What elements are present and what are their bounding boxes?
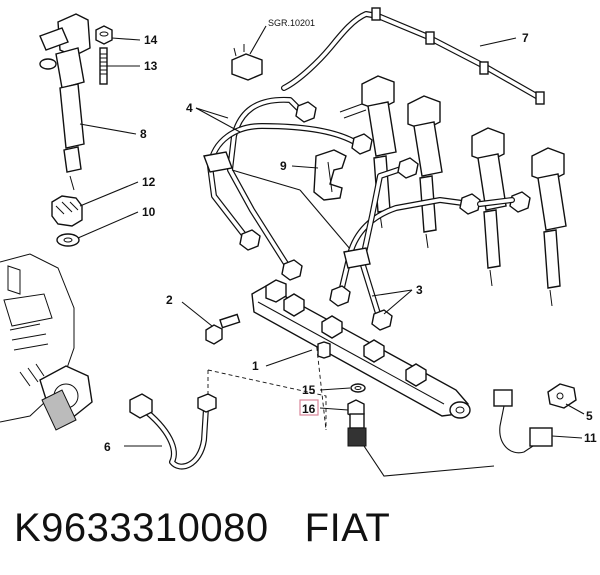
svg-text:11: 11: [584, 431, 597, 445]
callout-13: 13: [107, 59, 158, 73]
callout-15: 15: [302, 383, 351, 397]
reference-connector: SGR.10201: [231, 18, 315, 81]
svg-text:14: 14: [144, 33, 158, 47]
svg-text:10: 10: [142, 205, 156, 219]
return-line-part-7[interactable]: [281, 7, 545, 105]
svg-text:12: 12: [142, 175, 156, 189]
washer-part-15[interactable]: [350, 383, 366, 393]
svg-text:1: 1: [252, 359, 259, 373]
svg-text:9: 9: [280, 159, 287, 173]
brand-name: FIAT: [304, 506, 391, 550]
callout-3: 3: [371, 283, 423, 315]
callout-8: 8: [79, 123, 147, 141]
callout-7: 7: [479, 31, 529, 47]
callout-10: 10: [77, 205, 156, 239]
svg-text:4: 4: [186, 101, 193, 115]
svg-text:13: 13: [144, 59, 158, 73]
bolt-part-2[interactable]: [205, 313, 241, 345]
pipe-set-part-4[interactable]: [203, 96, 373, 281]
stud-part-13[interactable]: [99, 47, 108, 85]
callout-14: 14: [111, 33, 158, 47]
pipe-part-6[interactable]: [129, 393, 217, 470]
part-number: K9633310080: [14, 506, 269, 550]
pressure-sensor-part-16[interactable]: [347, 399, 495, 477]
caption: K9633310080 FIAT: [14, 506, 390, 558]
callout-1: 1: [252, 349, 313, 373]
callout-2: 2: [166, 293, 213, 327]
svg-text:5: 5: [586, 409, 593, 423]
injector-right-1: [339, 75, 397, 229]
callout-12: 12: [79, 175, 156, 207]
callout-6: 6: [104, 440, 162, 454]
pipe-set-part-3[interactable]: [329, 157, 531, 331]
svg-text:15: 15: [302, 383, 316, 397]
seal-part-10[interactable]: [56, 233, 80, 247]
connector-part-5[interactable]: 5: [547, 383, 593, 423]
injector-part-8[interactable]: [39, 13, 91, 191]
callout-9: 9: [231, 159, 357, 257]
injector-right-3: [471, 127, 507, 287]
nut-part-14[interactable]: [95, 25, 113, 45]
engine-housing: [0, 253, 93, 431]
svg-text:8: 8: [140, 127, 147, 141]
fuel-rail-part-1[interactable]: [251, 279, 471, 419]
svg-text:2: 2: [166, 293, 173, 307]
washer-part-12[interactable]: [51, 195, 83, 227]
svg-text:7: 7: [522, 31, 529, 45]
callout-4: 4: [186, 101, 241, 133]
callout-16: 16: [299, 399, 349, 416]
injector-right-2: [407, 95, 443, 249]
clip-part-9[interactable]: [313, 149, 347, 201]
injector-right-4: [531, 147, 567, 307]
exploded-parts-diagram: 14 13 8 12 10 6: [0, 7, 597, 477]
svg-text:16: 16: [302, 402, 316, 416]
harness-part-11[interactable]: 11: [493, 389, 597, 454]
svg-text:SGR.10201: SGR.10201: [268, 18, 315, 28]
injector-bank: [339, 75, 567, 307]
svg-text:3: 3: [416, 283, 423, 297]
svg-text:6: 6: [104, 440, 111, 454]
